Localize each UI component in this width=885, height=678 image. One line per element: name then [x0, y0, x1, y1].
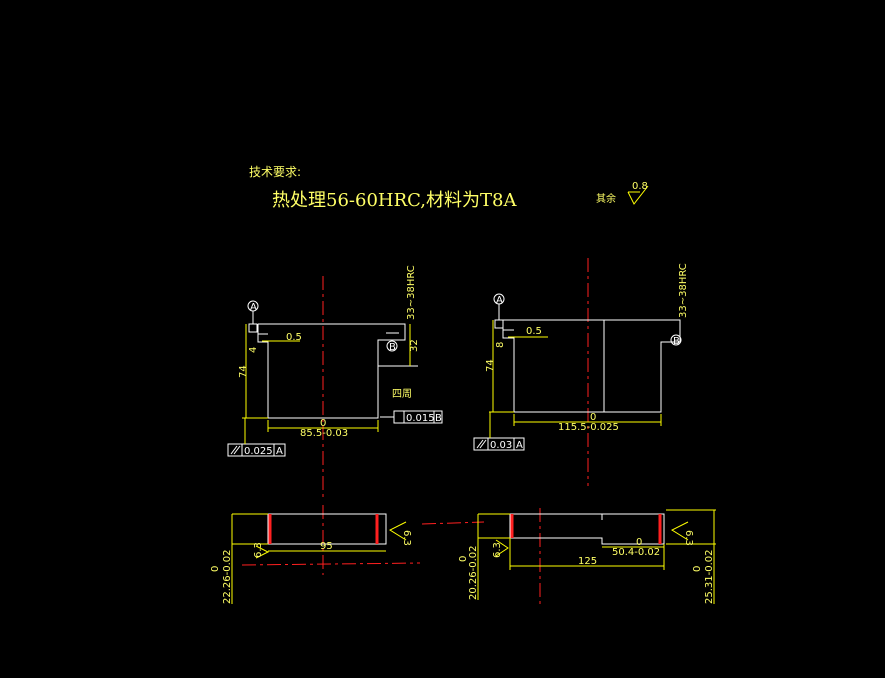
bottom-right-thick-right-top: 0 [692, 566, 703, 572]
bottom-right-step-top: 0 [636, 537, 642, 548]
left-view: A B 74 4 0.5 32 33~38HRC 0 85.5-0.03 四周 … [227, 265, 443, 498]
right-dim-height: 74 [485, 359, 496, 372]
right-datum-b-circle [670, 334, 682, 346]
left-note-corner: 四周 [392, 388, 412, 400]
bottom-right-rough-left: 6.3 [492, 542, 503, 558]
bottom-left-rough-right: 6.3 [401, 530, 412, 546]
bottom-right-length: 125 [578, 556, 597, 567]
right-tol-parallel: 0.03 [490, 440, 512, 451]
right-dim-step: 0.5 [526, 326, 542, 337]
bottom-left-rough-left-icon [255, 545, 270, 559]
roughness-label: 其余 [596, 192, 616, 205]
left-body-outline [257, 323, 406, 419]
right-dim-small: 8 [495, 342, 506, 348]
left-dim-zero: 0 [320, 418, 326, 429]
technical-notes: 技术要求: 热处理56-60HRC,材料为T8A 其余 0.8 [249, 165, 649, 211]
bottom-right-step: 50.4-0.02 [612, 547, 660, 558]
bottom-right-rough-right: 6.3 [683, 530, 694, 546]
right-dim-zero: 0 [590, 412, 596, 423]
right-datum-b: B [673, 336, 680, 347]
roughness-value: 0.8 [632, 181, 648, 192]
roughness-symbol-icon [627, 185, 649, 205]
left-dim-width: 85.5-0.03 [300, 428, 348, 439]
notes-requirement: 热处理56-60HRC,材料为T8A [272, 190, 517, 211]
bottom-right-view: 0 20.26-0.02 0 25.31-0.02 0 50.4-0.02 12… [421, 508, 716, 608]
bottom-left-body [267, 513, 387, 545]
bottom-right-rough-right-icon [670, 521, 689, 541]
bottom-right-rough-left-icon [495, 539, 509, 557]
bottom-left-length: 95 [320, 541, 333, 552]
left-dim-step: 0.5 [286, 332, 302, 343]
bottom-left-thick: 22.26-0.02 [222, 549, 233, 604]
bottom-left-thick-top: 0 [210, 566, 221, 572]
left-dim-right: 32 [409, 339, 420, 352]
left-parallel-frame [227, 443, 286, 457]
left-dim-height: 74 [238, 365, 249, 378]
left-tol-flatness: 0.015 [406, 413, 435, 424]
right-tol-parallel-ref: A [516, 440, 523, 451]
bottom-left-rough-left: 6.3 [253, 542, 264, 558]
left-tol-parallel-ref: A [276, 446, 283, 457]
right-parallel-frame [473, 437, 525, 451]
notes-heading: 技术要求: [249, 165, 301, 179]
left-hardness: 33~38HRC [406, 265, 417, 320]
left-tol-flatness-ref: B [435, 413, 442, 424]
left-tol-parallel: 0.025 [244, 446, 273, 457]
right-dim-width: 115.5-0.025 [558, 422, 619, 433]
left-datum-a: A [250, 302, 257, 313]
bottom-right-thick-right: 25.31-0.02 [704, 549, 715, 604]
left-datum-b-circle [386, 340, 398, 352]
right-datum-a: A [496, 295, 503, 306]
right-hardness: 33~38HRC [678, 263, 689, 318]
left-dim-small: 4 [248, 347, 259, 353]
bottom-right-thick-left: 20.26-0.02 [468, 545, 479, 600]
right-body-outline [502, 319, 681, 413]
left-datum-b: B [389, 342, 396, 353]
bottom-right-thick-left-top: 0 [458, 556, 469, 562]
right-view: A B 74 8 0.5 33~38HRC 0 115.5-0.025 0.03… [473, 258, 689, 486]
bottom-left-rough-right-icon [388, 521, 407, 541]
bottom-left-view: 0 22.26-0.02 95 6.3 6.3 [210, 505, 421, 604]
